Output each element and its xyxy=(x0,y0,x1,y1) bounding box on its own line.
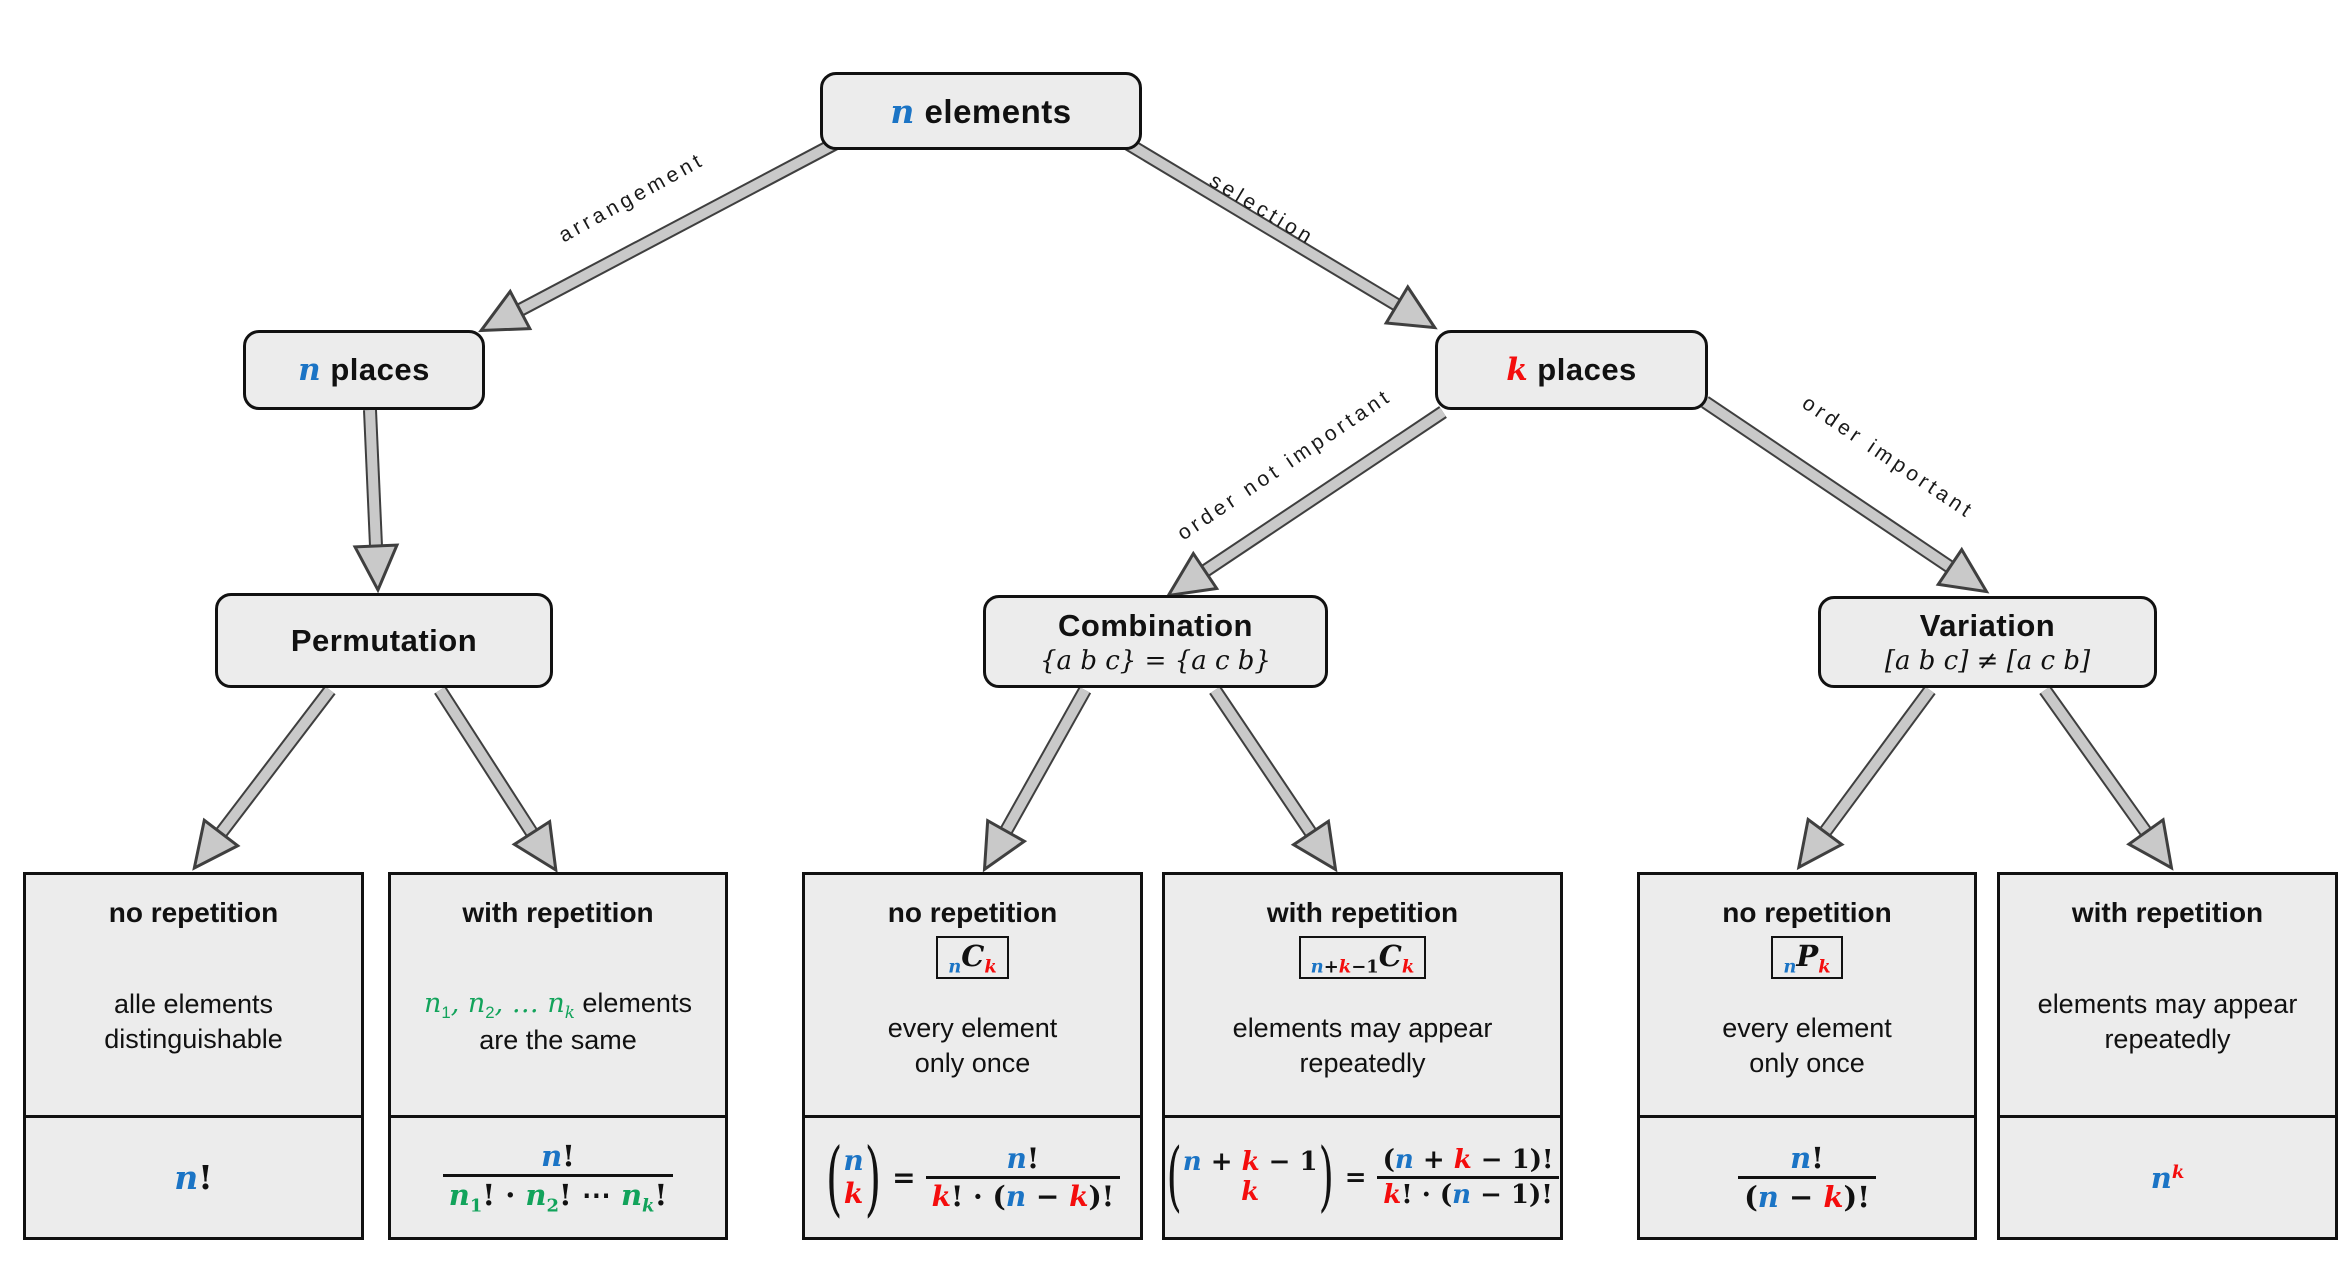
edge-arrangement-arrow xyxy=(478,135,842,333)
node-combination-title: Combination xyxy=(1058,607,1253,643)
edge-nplaces-permutation-arrow xyxy=(352,409,400,594)
leaf-variation-no-repetition: no repetition nPk every element only onc… xyxy=(1637,872,1977,1240)
leaf-title: with repetition xyxy=(2071,897,2264,928)
formula-n-factorial: n! xyxy=(174,1158,213,1197)
formula-binomial-coefficient: ( n k ) = n! k! · (n − k)! xyxy=(825,1130,1121,1225)
leaf-body: with repetition elements may appear repe… xyxy=(2000,875,2335,1115)
formula-n-power-k: nk xyxy=(2150,1160,2185,1195)
leaf-description: elements may appear repeatedly xyxy=(1232,1013,1493,1079)
leaf-combination-no-repetition: no repetition nCk every element only onc… xyxy=(802,872,1143,1240)
leaf-title: no repetition xyxy=(108,897,279,928)
node-n-places-title: n places xyxy=(298,352,430,388)
node-variation-title: Variation xyxy=(1919,608,2056,643)
leaf-formula-area: n! n1! · n2! ⋯ nk! xyxy=(391,1115,725,1237)
leaf-description: every element only once xyxy=(1722,1013,1892,1079)
symbol-n+k-1Ck: n+k−1Ck xyxy=(1298,936,1427,979)
leaf-permutation-no-repetition: no repetition alle elements distinguisha… xyxy=(23,872,364,1240)
leaf-body: no repetition nCk every element only onc… xyxy=(805,875,1140,1115)
leaf-permutation-with-repetition: with repetition n1, n2, … nk elements ar… xyxy=(388,872,728,1240)
edge-combination-withrep-arrow xyxy=(1209,686,1338,873)
node-combination-subtitle: {a b c} = {a c b} xyxy=(1040,645,1271,676)
edge-selection-arrow xyxy=(1121,135,1438,330)
leaf-description-line2: are the same xyxy=(479,1025,637,1056)
leaf-description: every element only once xyxy=(887,1013,1058,1079)
edge-permutation-norep-arrow xyxy=(192,685,336,871)
node-n-elements-title: n elements xyxy=(890,91,1072,131)
node-k-places-title: k places xyxy=(1506,352,1637,388)
leaf-description: elements may appear repeatedly xyxy=(2037,988,2298,1054)
node-variation: Variation [a b c] ≠ [a c b] xyxy=(1818,596,2157,688)
formula-multiset-coefficient: ( n + k − 1 k ) = (n + k − 1)! k! · (n −… xyxy=(1166,1134,1560,1221)
leaf-title: no repetition xyxy=(1722,897,1892,928)
leaf-formula-area: ( n k ) = n! k! · (n − k)! xyxy=(805,1115,1140,1237)
leaf-combination-with-repetition: with repetition n+k−1Ck elements may app… xyxy=(1162,872,1563,1240)
edge-combination-norep-arrow xyxy=(982,686,1092,873)
leaf-description-line1: n1, n2, … nk elements xyxy=(424,987,692,1022)
symbol-nCk: nCk xyxy=(936,936,1009,979)
leaf-body: no repetition nPk every element only onc… xyxy=(1640,875,1974,1115)
leaf-formula-area: n! (n − k)! xyxy=(1640,1115,1974,1237)
leaf-formula-area: nk xyxy=(2000,1115,2335,1237)
formula-multinomial: n! n1! · n2! ⋯ nk! xyxy=(442,1138,674,1218)
node-variation-subtitle: [a b c] ≠ [a c b] xyxy=(1884,646,2091,676)
formula-falling-factorial: n! (n − k)! xyxy=(1738,1140,1876,1216)
edge-order-important-arrow xyxy=(1701,396,1990,594)
leaf-title: with repetition xyxy=(462,897,654,928)
leaf-description: n1, n2, … nk elements are the same xyxy=(424,929,692,1115)
node-n-places: n places xyxy=(243,330,485,410)
node-n-elements: n elements xyxy=(820,72,1142,150)
leaf-title: with repetition xyxy=(1266,897,1459,928)
node-permutation: Permutation xyxy=(215,593,553,688)
leaf-body: with repetition n+k−1Ck elements may app… xyxy=(1165,875,1560,1115)
leaf-formula-area: ( n + k − 1 k ) = (n + k − 1)! k! · (n −… xyxy=(1165,1115,1560,1237)
edge-order-not-important-arrow xyxy=(1165,406,1447,598)
edge-permutation-withrep-arrow xyxy=(434,686,558,873)
leaf-body: with repetition n1, n2, … nk elements ar… xyxy=(391,875,725,1115)
leaf-formula-area: n! xyxy=(26,1115,361,1237)
node-permutation-title: Permutation xyxy=(290,622,478,658)
node-combination: Combination {a b c} = {a c b} xyxy=(983,595,1328,688)
symbol-nPk: nPk xyxy=(1771,936,1843,979)
symbol-n+k-1Ck-box: n+k−1Ck xyxy=(1298,936,1427,979)
edge-variation-norep-arrow xyxy=(1796,685,1936,871)
leaf-title: no repetition xyxy=(887,897,1058,928)
node-k-places: k places xyxy=(1435,330,1708,410)
edge-variation-withrep-arrow xyxy=(2039,685,2174,871)
symbol-nCk-box: nCk xyxy=(936,936,1009,979)
symbol-nPk-box: nPk xyxy=(1771,936,1843,979)
leaf-description: alle elements distinguishable xyxy=(104,988,283,1054)
leaf-body: no repetition alle elements distinguisha… xyxy=(26,875,361,1115)
leaf-variation-with-repetition: with repetition elements may appear repe… xyxy=(1997,872,2338,1240)
